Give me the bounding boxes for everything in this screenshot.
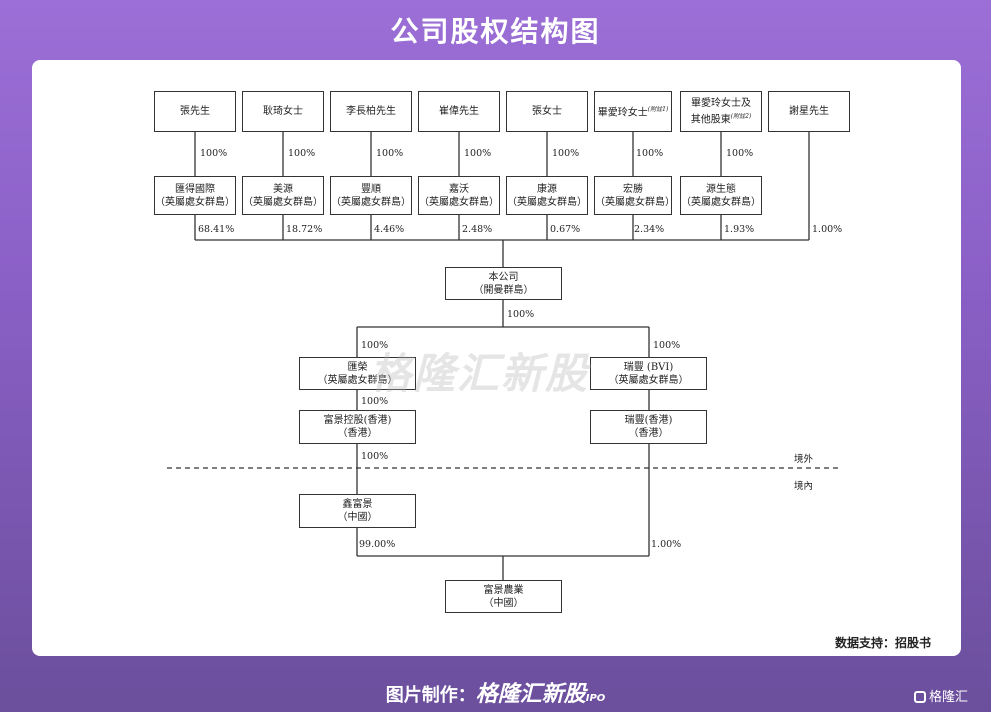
shareholder-box: 畢愛玲女士及其他股東(附註2) (680, 91, 762, 132)
ownership-pct: 68.41% (198, 224, 235, 235)
ownership-pct: 100% (200, 148, 228, 159)
ownership-pct: 100% (507, 309, 535, 320)
shareholder-box: 畢愛玲女士(附註1) (594, 91, 672, 132)
ownership-pct: 1.00% (651, 539, 682, 550)
shareholder-box: 崔偉先生 (418, 91, 500, 132)
footnote-marker: 附註2 (733, 112, 749, 120)
shareholder-box: 張先生 (154, 91, 236, 132)
ownership-pct: 100% (361, 396, 389, 407)
footer-made-label: 图片制作： (385, 685, 476, 706)
holdco-name: 匯得國際 (175, 183, 215, 195)
holdco-box: 康源（英屬處女群島） (506, 176, 588, 215)
holdco-place: （英屬處女群島） (681, 196, 761, 208)
opco-box: 富景農業（中國） (445, 580, 562, 613)
holdco-name: 嘉沃 (449, 183, 469, 195)
subsidiary-place: （英屬處女群島） (317, 374, 398, 386)
shareholder-box: 耿琦女士 (242, 91, 324, 132)
holdco-place: （英屬處女群島） (507, 196, 587, 208)
shareholder-name: 李長柏先生 (346, 106, 396, 117)
holdco-name: 康源 (537, 183, 557, 195)
holdco-name: 美源 (273, 183, 293, 195)
corner-logo: 格隆汇 (914, 686, 968, 705)
shareholder-box: 張女士 (506, 91, 588, 132)
ownership-pct: 4.46% (374, 224, 405, 235)
ownership-pct: 100% (464, 148, 492, 159)
onshore-label: 境內 (794, 481, 814, 492)
ownership-pct: 100% (361, 451, 389, 462)
footer: 图片制作：格隆汇新股IPO (0, 676, 991, 708)
ownership-pct: 100% (653, 340, 681, 351)
ownership-pct: 0.67% (550, 224, 581, 235)
subsidiary-name: 鑫富景 (342, 499, 373, 510)
shareholder-name: 謝星先生 (789, 106, 829, 117)
shareholder-name: 張先生 (180, 106, 210, 117)
subsidiary-name: 匯榮 (347, 361, 368, 373)
shareholder-name: 崔偉先生 (439, 106, 479, 117)
ownership-pct: 2.34% (634, 224, 665, 235)
shareholder-name: 張女士 (532, 106, 562, 117)
offshore-label: 境外 (794, 454, 814, 465)
subsidiary-box: 富景控股(香港) （香港） (299, 410, 416, 444)
subsidiary-name: 富景控股(香港) (323, 415, 392, 426)
ownership-pct: 2.48% (462, 224, 493, 235)
holdco-place: （英屬處女群島） (243, 196, 323, 208)
shareholder-box: 李長柏先生 (330, 91, 412, 132)
source-note: 数据支持：招股书 (835, 636, 932, 650)
ownership-pct: 100% (552, 148, 580, 159)
subsidiary-box: 匯榮（英屬處女群島） (299, 357, 416, 390)
logo-icon (914, 691, 926, 703)
holdco-box: 美源（英屬處女群島） (242, 176, 324, 215)
ownership-pct: 100% (288, 148, 316, 159)
subsidiary-name: 瑞豐(香港) (624, 415, 673, 426)
subsidiary-box: 瑞豐 (BVI)（英屬處女群島） (590, 357, 707, 390)
company-name: 本公司 (488, 271, 519, 283)
subsidiary-name: 瑞豐 (BVI) (623, 361, 674, 373)
holdco-place: （英屬處女群島） (331, 196, 411, 208)
holdco-box: 匯得國際（英屬處女群島） (154, 176, 236, 215)
shareholder-name: 畢愛玲女士及 (691, 97, 751, 109)
holdco-name: 宏勝 (623, 183, 643, 195)
holdco-box: 宏勝（英屬處女群島） (594, 176, 675, 215)
ownership-pct: 99.00% (359, 539, 396, 550)
holdco-place: （英屬處女群島） (595, 196, 675, 208)
page-title: 公司股权结构图 (390, 15, 601, 48)
diagram-panel (32, 60, 961, 656)
subsidiary-place: （香港） (628, 428, 669, 439)
holdco-place: （英屬處女群島） (419, 196, 499, 208)
shareholder-name: 耿琦女士 (263, 106, 303, 117)
footer-ipo: IPO (585, 693, 606, 704)
holdco-name: 源生態 (706, 183, 736, 195)
subsidiary-place: （英屬處女群島） (608, 374, 689, 386)
ownership-pct: 100% (636, 148, 664, 159)
company-box: 本公司（開曼群島） (445, 267, 562, 300)
shareholder-box: 謝星先生 (768, 91, 850, 132)
shareholder-name: 其他股東 (690, 114, 731, 126)
holdco-box: 嘉沃（英屬處女群島） (418, 176, 500, 215)
subsidiary-place: （香港） (337, 428, 378, 439)
company-place: （開曼群島） (473, 284, 534, 296)
subsidiary-box: 瑞豐(香港) （香港） (590, 410, 707, 444)
holdco-box: 源生態（英屬處女群島） (680, 176, 762, 215)
ownership-pct: 100% (361, 340, 389, 351)
opco-name: 富景農業 (483, 584, 524, 596)
subsidiary-place: （中國） (337, 512, 378, 523)
ownership-pct: 100% (376, 148, 404, 159)
holdco-place: （英屬處女群島） (155, 196, 235, 208)
ownership-pct: 1.00% (812, 224, 843, 235)
ownership-pct: 18.72% (286, 224, 323, 235)
subsidiary-box: 鑫富景 （中國） (299, 494, 416, 528)
footnote-marker: 附註1 (650, 106, 666, 114)
ownership-pct: 100% (726, 148, 754, 159)
shareholder-name: 畢愛玲女士 (597, 107, 648, 119)
holdco-box: 豐順（英屬處女群島） (330, 176, 412, 215)
holdco-name: 豐順 (361, 183, 381, 195)
footer-brand: 格隆汇新股 (475, 682, 586, 707)
corner-logo-text: 格隆汇 (929, 690, 969, 705)
ownership-pct: 1.93% (724, 224, 755, 235)
opco-place: （中國） (483, 597, 524, 609)
